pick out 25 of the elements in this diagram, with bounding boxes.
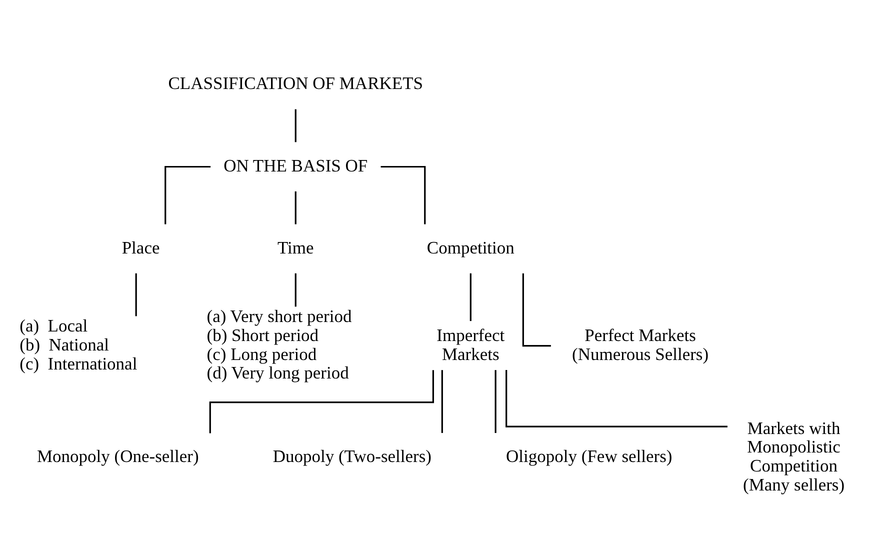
connector: [135, 273, 137, 316]
node-text: Place: [122, 237, 160, 258]
connector: [294, 109, 296, 142]
connector: [209, 370, 434, 434]
connector: [522, 273, 551, 347]
connector: [506, 370, 728, 428]
node-text: ON THE BASIS OF: [224, 155, 368, 176]
node-text: (a) Local (b) National (c) International: [20, 316, 138, 374]
node-text: CLASSIFICATION OF MARKETS: [168, 73, 424, 94]
connector: [494, 370, 496, 433]
connector: [294, 191, 296, 224]
connector: [294, 273, 296, 307]
node-text: Imperfect Markets: [436, 324, 505, 364]
node-text: Perfect Markets (Numerous Sellers): [572, 324, 709, 364]
node-text: (a) Very short period (b) Short period (c) Long period (d) Very long period: [206, 306, 352, 383]
connector: [380, 166, 426, 224]
node-text: Competition: [426, 237, 514, 258]
connector: [470, 273, 472, 322]
connector: [164, 166, 211, 224]
node-text: Oligopoly (Few sellers): [506, 446, 672, 466]
node-text: Monopoly (One-seller): [36, 446, 199, 466]
node-text: Markets with Monopolistic Competition (Many sellers): [743, 418, 845, 494]
node-text: Time: [277, 237, 314, 258]
connector: [441, 370, 443, 433]
node-text: Duopoly (Two-sellers): [272, 446, 432, 466]
